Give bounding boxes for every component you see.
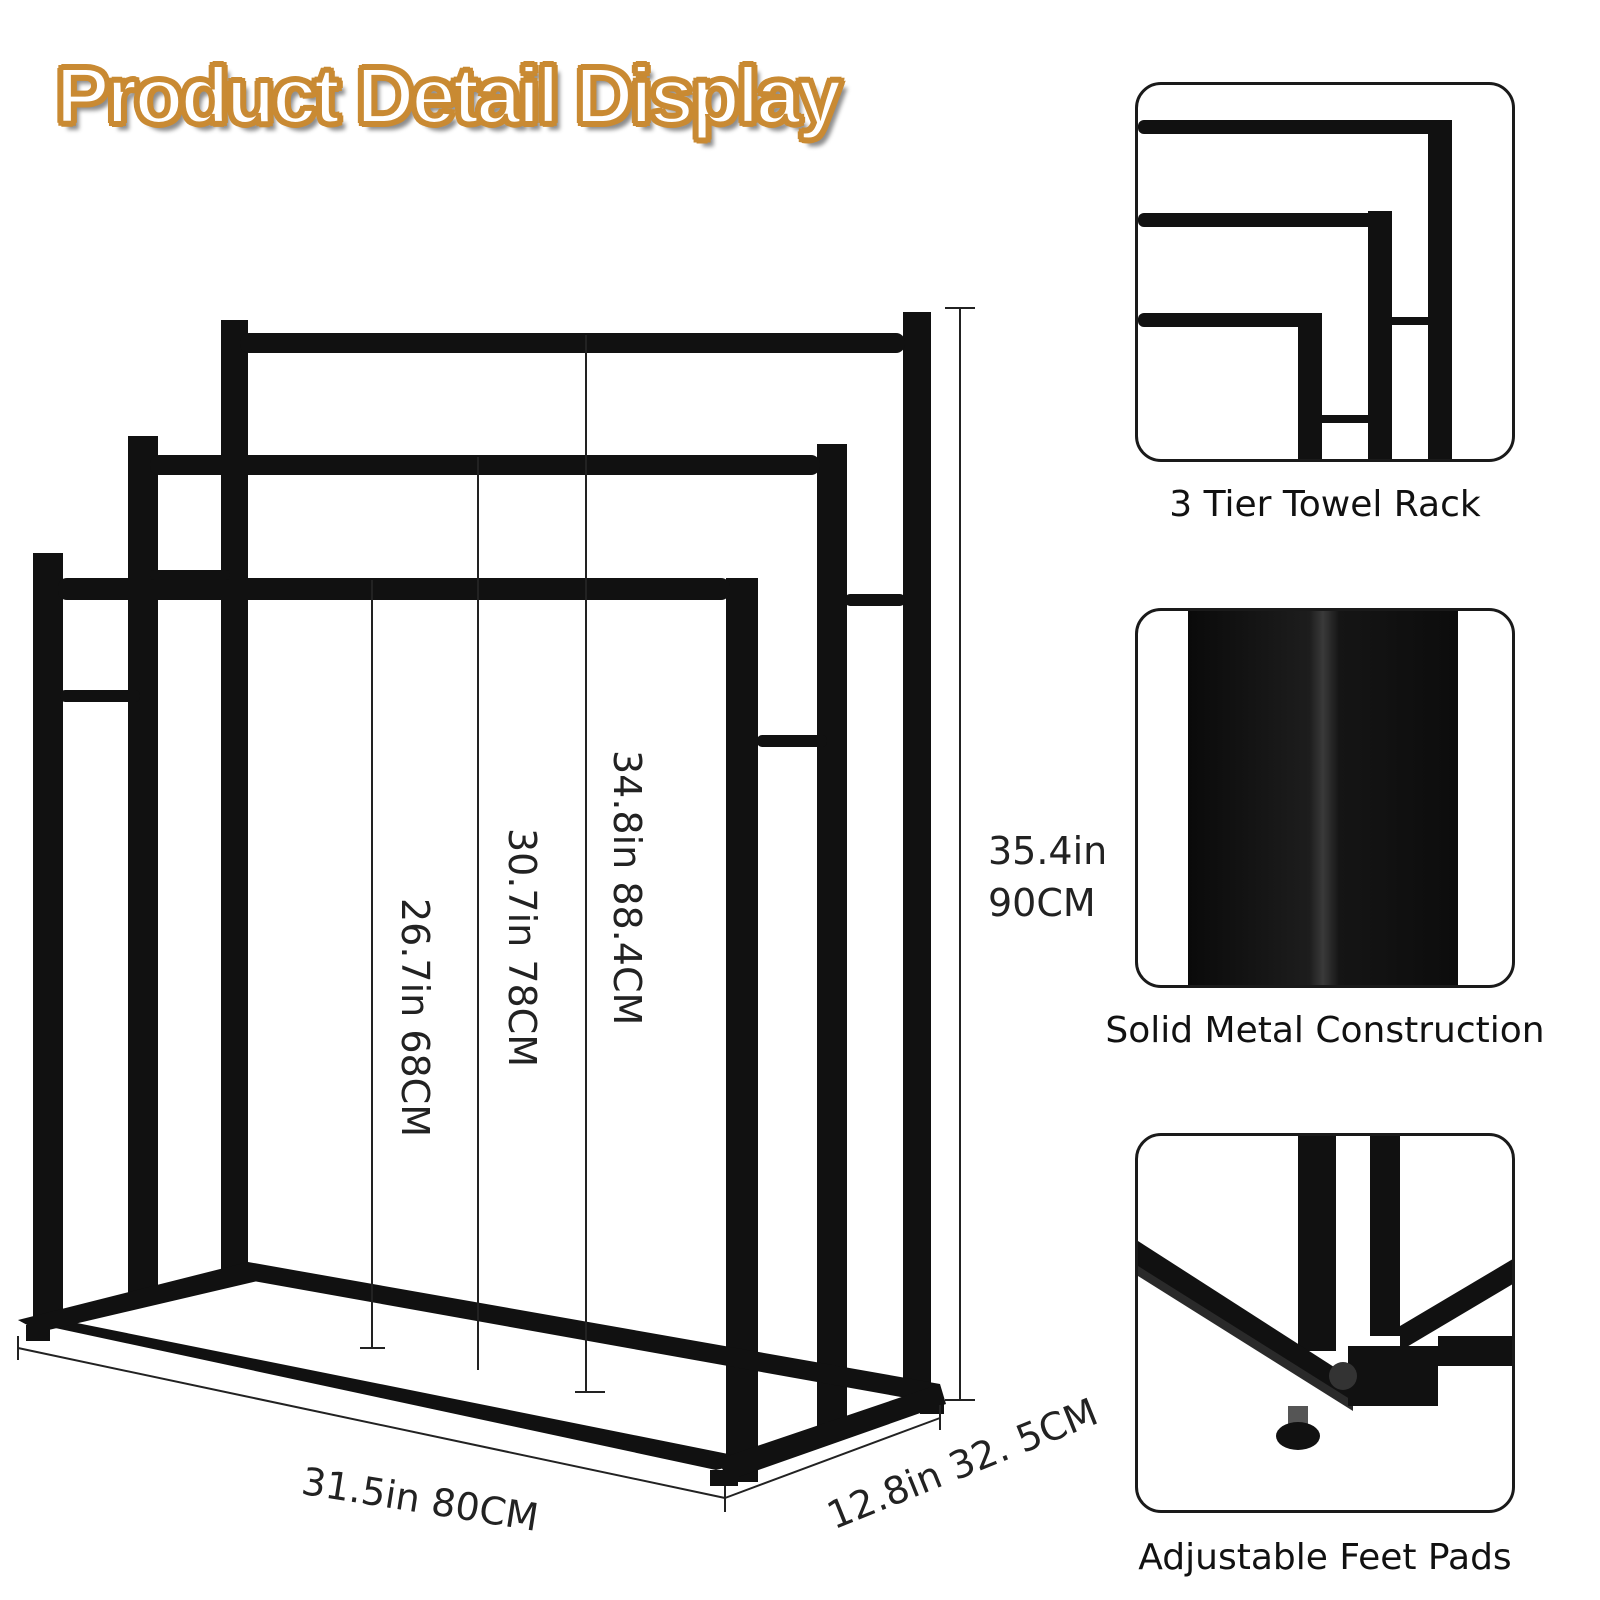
- feet-closeup-image: [1138, 1136, 1512, 1450]
- feature-panel-tiers: [1135, 82, 1515, 462]
- overall-height-cm-label: 90CM: [988, 881, 1096, 925]
- front-rail-height-label: 26.7in 68CM: [393, 898, 437, 1138]
- metal-closeup-image: [1188, 611, 1458, 985]
- feature-panel-feet: [1135, 1133, 1515, 1513]
- feature-panel-metal: [1135, 608, 1515, 988]
- overall-height-in-label: 35.4in: [988, 829, 1108, 873]
- feature-caption-feet: Adjustable Feet Pads: [1138, 1537, 1512, 1578]
- tier-closeup-image: [1138, 120, 1452, 459]
- top-rail-height-label: 34.8in 88.4CM: [605, 750, 649, 1026]
- middle-rail-height-label: 30.7in 78CM: [500, 828, 544, 1068]
- feature-caption-metal: Solid Metal Construction: [1105, 1010, 1545, 1051]
- feature-caption-tiers: 3 Tier Towel Rack: [1169, 484, 1481, 525]
- page-title: Product Detail Display: [54, 51, 844, 140]
